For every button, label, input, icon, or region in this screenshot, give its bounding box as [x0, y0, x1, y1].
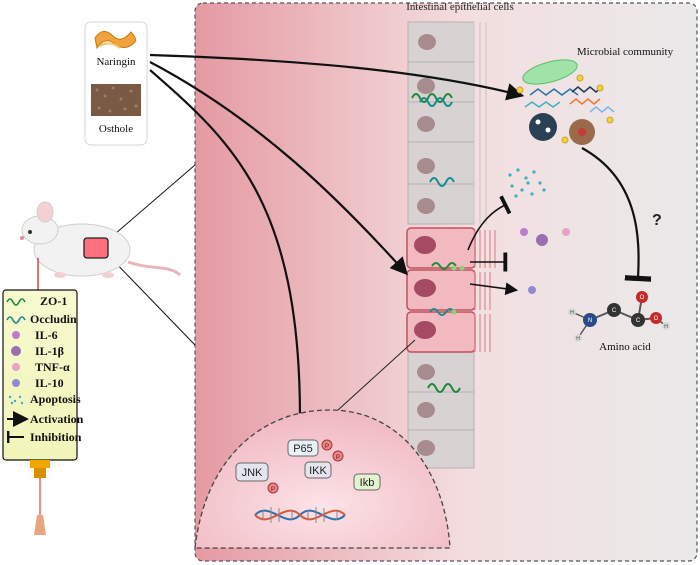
legend-zo1: ZO-1	[40, 294, 67, 308]
mouse-illustration	[20, 201, 182, 278]
inflamed-cells	[406, 227, 496, 353]
inhibit-nucleus	[149, 69, 314, 422]
legend-tassel	[30, 460, 50, 535]
phospho-groups: P P P	[267, 439, 344, 494]
osthole-seeds-image	[91, 84, 141, 116]
apoptosis-legend-icon	[8, 395, 24, 405]
microbial-label: Microbial community	[577, 46, 674, 58]
occludin-strand	[419, 97, 453, 107]
il10-legend-icon	[12, 379, 20, 387]
amino-acid-label: Amino acid	[599, 341, 651, 353]
p65-label: P65	[293, 443, 313, 455]
arrow-to-microbes	[149, 53, 525, 101]
jnk-label: JNK	[242, 467, 263, 479]
dna-helix	[254, 507, 346, 523]
zoom-line-top	[107, 164, 196, 241]
orange-peel-image	[94, 31, 136, 50]
naringin-label: Naringin	[96, 56, 136, 68]
occludin-legend-icon	[6, 316, 26, 324]
ikk-label: IKK	[309, 465, 327, 477]
occludin-strand	[429, 177, 455, 187]
atom-h1: H	[570, 310, 574, 316]
legend-il1b: IL-1β	[35, 344, 64, 358]
legend-occludin: Occludin	[30, 312, 77, 326]
naringin-effect-lines	[149, 53, 525, 422]
unknown-mechanism: ?	[652, 212, 662, 229]
zoom-line-bottom	[107, 254, 196, 346]
phospho-1: P	[325, 444, 329, 450]
atom-o2: O	[654, 316, 659, 322]
atom-o1: O	[640, 295, 645, 301]
legend-activation: Activation	[30, 412, 84, 426]
legend-inhibition: Inhibition	[30, 430, 82, 444]
zo1-strand	[427, 383, 461, 393]
microbes-to-amino-line	[581, 147, 652, 282]
seed-texture	[95, 86, 138, 113]
osthole-label: Osthole	[99, 123, 133, 135]
tnfa-legend-icon	[12, 363, 20, 371]
legend-tnfa: TNF-α	[35, 360, 70, 374]
epithelial-cell-column	[407, 21, 487, 469]
legend-icons	[6, 298, 29, 443]
il1b-legend-icon	[11, 346, 21, 356]
arrow-to-cells	[149, 61, 408, 276]
microbial-community	[516, 59, 615, 145]
nucleus-proteins: P65 JNK IKK Ikb	[235, 439, 381, 491]
cell-output-lines	[467, 195, 519, 296]
nucleus	[194, 409, 451, 549]
panel-title: Intestinal epithelial cells	[406, 1, 514, 13]
phospho-3: P	[271, 487, 275, 493]
atom-c2: C	[636, 318, 641, 324]
phospho-2: P	[336, 455, 340, 461]
il6-legend-icon	[12, 331, 20, 339]
atom-h2: H	[576, 336, 580, 342]
legend-apoptosis: Apoptosis	[30, 392, 81, 406]
apoptosis-dots	[508, 168, 546, 198]
zo1-strand	[411, 93, 453, 103]
ikb-label: Ikb	[360, 477, 375, 489]
atom-c1: C	[612, 308, 617, 314]
legend-il6: IL-6	[35, 328, 58, 342]
atom-n: N	[588, 318, 592, 324]
atom-h3: H	[664, 324, 668, 330]
zo1-legend-icon	[6, 298, 26, 306]
intestine-zoom-box	[83, 237, 109, 259]
legend-il10: IL-10	[35, 376, 64, 390]
amino-acid-molecule	[568, 291, 670, 342]
cytokine-particles	[520, 228, 570, 294]
nucleus-pointer-line	[337, 339, 416, 411]
